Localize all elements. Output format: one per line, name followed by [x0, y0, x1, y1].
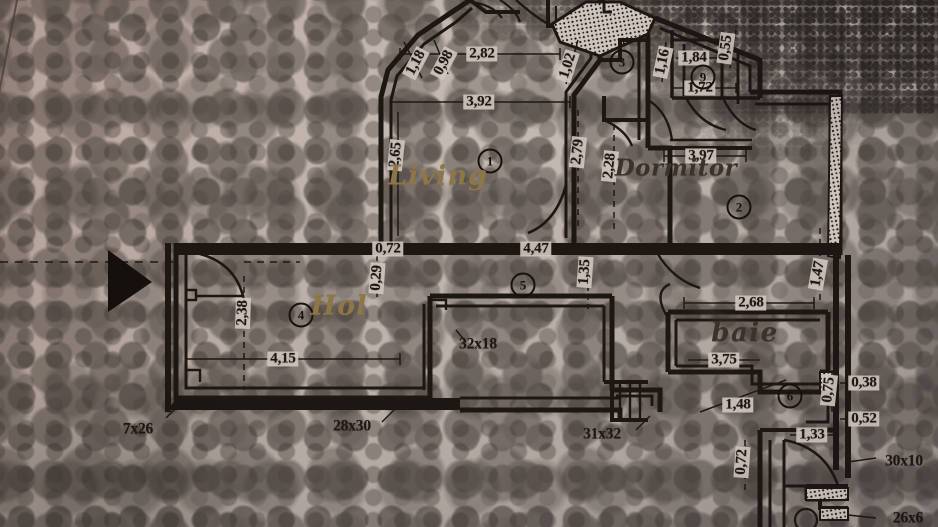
wall-note-31x32: 31x32: [583, 425, 621, 443]
dimension-h-2-82: 2,82: [466, 46, 498, 62]
room-label-baie: baie: [711, 318, 779, 348]
room-number-4: 4: [288, 302, 314, 328]
wall-note-32x18: 32x18: [459, 335, 497, 353]
room-number-9: 9: [690, 64, 716, 90]
dimension-h-0-38: 0,38: [848, 375, 880, 391]
wall-note-26x6: 26x6: [892, 509, 924, 527]
dimension-v-0-72: 0,72: [733, 445, 751, 479]
room-number-2: 2: [726, 194, 752, 220]
dimension-h-3-92: 3,92: [463, 94, 495, 110]
dimension-h-0-52: 0,52: [848, 411, 880, 427]
dimension-h-0-72: 0,72: [372, 241, 404, 257]
dimension-v-2-38: 2,38: [234, 297, 252, 329]
room-number-1: 1: [477, 148, 503, 174]
room-number-6: 6: [777, 383, 803, 409]
wall-note-7x26: 7x26: [122, 420, 154, 438]
dimension-h-3-97: 3,97: [685, 148, 717, 164]
wall-note-30x10: 30x10: [885, 452, 923, 470]
dimension-h-3-75: 3,75: [708, 352, 740, 368]
dimension-h-4-15: 4,15: [267, 351, 299, 367]
dimension-h-1-48: 1,48: [722, 397, 754, 413]
room-number-3: 3: [609, 49, 635, 75]
room-label-living: Living: [388, 160, 488, 192]
dimension-h-1-84: 1,84: [678, 50, 710, 66]
room-number-5: 5: [510, 272, 536, 298]
dimension-v-1-35: 1,35: [576, 255, 594, 289]
dimension-h-4-47: 4,47: [520, 241, 552, 257]
room-label-hol: Hol: [310, 290, 368, 322]
dimension-h-2-68: 2,68: [735, 295, 767, 311]
dimension-h-1-33: 1,33: [796, 427, 828, 443]
dimension-v-0-29: 0,29: [368, 261, 386, 295]
room-label-dormitor: Dormitor: [614, 154, 738, 182]
wall-note-28x30: 28x30: [333, 417, 371, 435]
